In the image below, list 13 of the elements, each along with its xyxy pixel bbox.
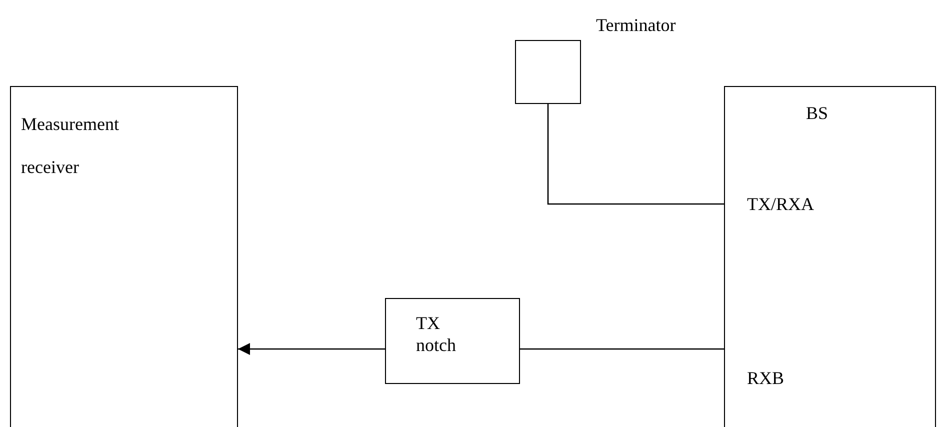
component-label: Terminator [596, 15, 676, 37]
block-box [724, 86, 936, 427]
terminator-box [515, 40, 581, 104]
port-label: TX/RXA [747, 194, 814, 216]
port-label: RXB [747, 368, 784, 390]
block-box [10, 86, 238, 427]
arrow [238, 343, 385, 355]
block-title: BS [806, 103, 830, 125]
block-label: TX notch [416, 313, 457, 356]
connector-line [520, 348, 724, 350]
block-title: Measurement receiver [21, 113, 120, 180]
connector-line [547, 104, 724, 205]
block-box [385, 298, 520, 384]
